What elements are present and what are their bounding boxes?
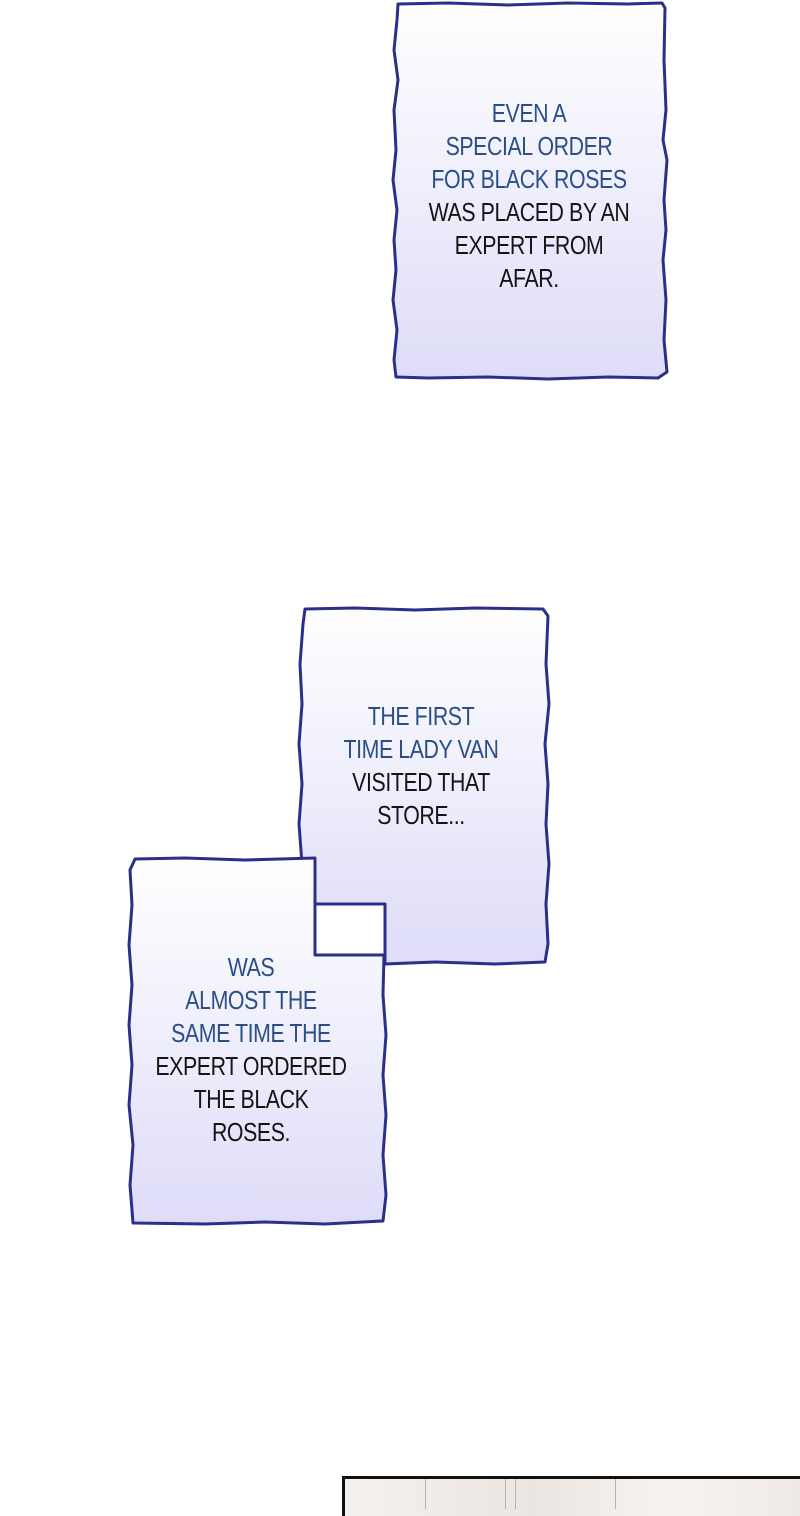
caption-box-2-frame xyxy=(297,606,551,966)
caption-box-2: THE FIRST TIME LADY VAN VISITED THAT STO… xyxy=(295,604,555,970)
caption-line: ROSES. xyxy=(211,1117,291,1147)
caption-line: THE FIRST xyxy=(367,701,475,731)
caption-line: WAS PLACED BY AN xyxy=(428,197,630,227)
caption-box-2-text: THE FIRST TIME LADY VAN VISITED THAT STO… xyxy=(318,700,525,832)
caption-line: AFAR. xyxy=(499,263,559,293)
caption-box-3-frame xyxy=(127,856,388,1226)
caption-box-1-text: EVEN A SPECIAL ORDER FOR BLACK ROSES WAS… xyxy=(413,97,644,295)
caption-line: SPECIAL ORDER xyxy=(445,131,613,161)
caption-line: SAME TIME THE xyxy=(171,1018,331,1048)
caption-box-3-text: WAS ALMOST THE SAME TIME THE EXPERT ORDE… xyxy=(148,951,355,1149)
caption-line: EXPERT ORDERED xyxy=(155,1051,347,1081)
sketch-line xyxy=(615,1479,616,1509)
caption-line: EVEN A xyxy=(491,98,567,128)
caption-box-1: EVEN A SPECIAL ORDER FOR BLACK ROSES WAS… xyxy=(388,0,670,385)
sketch-line xyxy=(505,1479,506,1509)
caption-box-1-frame xyxy=(391,1,669,381)
caption-box-3: WAS ALMOST THE SAME TIME THE EXPERT ORDE… xyxy=(125,855,390,1231)
caption-line: ALMOST THE xyxy=(185,985,317,1015)
caption-line: EXPERT FROM xyxy=(454,230,604,260)
caption-line: WAS xyxy=(227,952,275,982)
sketch-line xyxy=(515,1479,516,1509)
caption-line: TIME LADY VAN xyxy=(343,734,499,764)
next-panel-edge xyxy=(342,1476,800,1516)
caption-line: VISITED THAT xyxy=(352,767,490,797)
caption-line: STORE... xyxy=(377,800,465,830)
caption-line: THE BLACK xyxy=(193,1084,309,1114)
sketch-line xyxy=(425,1479,426,1509)
caption-line: FOR BLACK ROSES xyxy=(431,164,627,194)
